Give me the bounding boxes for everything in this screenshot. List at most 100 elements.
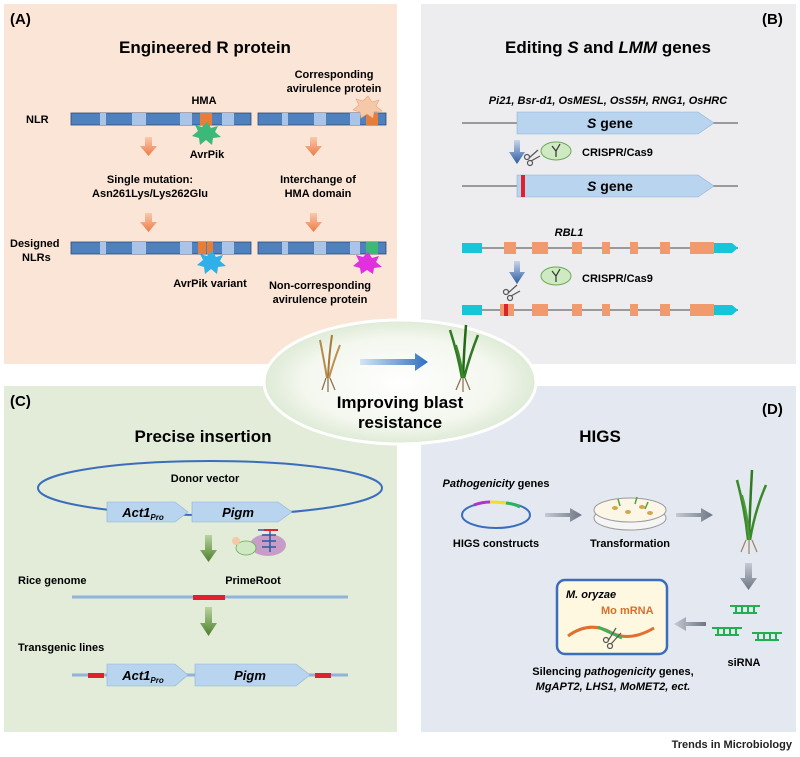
right-arrow-d1 [545,508,582,522]
sirna-label: siRNA [727,657,760,669]
silencing-line1: Silencing pathogenicity genes, [532,666,693,678]
left-arrow-d1 [674,617,706,631]
designed-label-line1: Designed [10,238,60,250]
panel-a: (A) Engineered R protein NLR HMA AvrPik … [4,4,397,364]
act1-promoter-arrow-2 [106,663,189,687]
panel-a-label: (A) [10,11,31,28]
avrpik-label: AvrPik [190,149,225,161]
m-oryzae-label: M. oryzae [566,589,616,601]
mo-mrna-label: Mo mRNA [601,605,654,617]
panel-c-label: (C) [10,393,31,410]
nlr-bar-top-left [70,112,252,126]
interchange-line1: Interchange of [280,174,356,186]
avrpik-effector-icon [192,122,221,145]
designed-nlr-bar-right [257,241,387,255]
designed-nlr-bar-left [70,241,252,255]
junction-left [88,673,104,678]
petri-dish-icon [593,496,667,531]
down-arrow-d1 [740,563,757,590]
crispr-label-1: CRISPR/Cas9 [582,147,653,159]
designed-label-line2: NLRs [22,252,51,264]
down-arrow-a1 [140,137,157,156]
edit-site-1 [521,175,525,197]
panel-b-label: (B) [762,11,783,28]
act1-label-1: Act1Pro [121,505,164,522]
edit-site-2 [504,304,508,316]
hma-domain [200,113,212,125]
panel-a-title: Engineered R protein [119,38,291,57]
panel-c-title: Precise insertion [134,427,271,446]
primeroot-label: PrimeRoot [225,575,281,587]
nlr-bar-top-right [257,112,387,126]
panel-d-label: (D) [762,401,783,418]
single-mutation-line2: Asn261Lys/Lys262Glu [92,188,208,200]
transgenic-lines-label: Transgenic lines [18,642,104,654]
scissors-icon-b1 [523,149,541,167]
hma-label: HMA [191,95,216,107]
higs-construct-plasmid-icon [461,500,531,529]
corresponding-label-line2: avirulence protein [287,83,382,95]
down-arrow-a3 [140,213,157,232]
panel-c: (C) Precise insertion Donor vector Act1P… [4,386,397,732]
pigm-gene-arrow-1 [191,501,293,523]
panel-b-title: Editing S and LMM genes [505,38,711,57]
down-arrow-b2 [509,261,525,284]
scissors-icon-b2 [502,284,521,302]
healthy-plant-icon [448,324,480,392]
corresponding-effector-icon [352,95,383,119]
pigm-label-1: Pigm [222,505,254,520]
rice-genome-label: Rice genome [18,575,86,587]
down-arrow-c2 [200,607,217,636]
cas9-icon-b1 [540,141,572,161]
improvement-arrow [360,353,428,371]
pathogenicity-genes-label: Pathogenicity genes [443,478,550,490]
pigm-gene-arrow-2 [194,663,311,687]
panel-b: (B) Editing S and LMM genes Pi21, Bsr-d1… [421,4,796,364]
center-title-line2: resistance [358,413,442,432]
s-gene-arrow-1 [516,111,715,135]
center-ellipse [262,318,538,446]
journal-footer: Trends in Microbiology [671,739,792,751]
panel-d-title: HIGS [579,427,621,446]
interchange-line2: HMA domain [285,188,352,200]
down-arrow-a2 [305,137,322,156]
panel-d: (D) HIGS Pathogenicity genes HIGS constr… [421,386,796,732]
crispr-label-2: CRISPR/Cas9 [582,273,653,285]
right-arrow-d2 [676,508,713,522]
s-gene-label-1: S gene [587,115,633,131]
center-ellipse-group: Improving blast resistance [262,318,538,446]
cas9-icon-b2 [540,266,572,286]
panel-a-background [4,4,397,364]
rbl1-gene-1 [462,242,738,254]
silencing-line2: MgAPT2, LHS1, MoMET2, ect. [536,681,691,693]
s-gene-label-2: S gene [587,178,633,194]
corresponding-label-line1: Corresponding [295,69,374,81]
act1-label-2: Act1Pro [121,668,164,685]
down-arrow-c1 [200,535,217,562]
single-mutation-line1: Single mutation: [107,174,193,186]
rice-plant-icon-d [735,469,768,554]
rbl1-label: RBL1 [555,227,584,239]
center-title-line1: Improving blast [337,393,464,412]
non-corresponding-line1: Non-corresponding [269,280,371,292]
higs-constructs-label: HIGS constructs [453,538,539,550]
non-corresponding-effector-icon [353,252,382,274]
transformation-label: Transformation [590,538,670,550]
act1-promoter-arrow-1 [106,501,189,523]
junction-right [315,673,331,678]
down-arrow-a4 [305,213,322,232]
avrpik-variant-effector-icon [197,251,226,274]
s-gene-arrow-2 [516,174,715,198]
pigm-label-2: Pigm [234,668,266,683]
panel-d-background [421,386,796,732]
avrpik-variant-label: AvrPik variant [173,278,247,290]
down-arrow-b1 [509,140,525,164]
non-corresponding-line2: avirulence protein [273,294,368,306]
insertion-site [193,595,225,600]
scissors-icon-d [602,627,622,650]
primeroot-icon [232,529,286,556]
sirna-duplexes-icon [712,605,782,641]
s-gene-list: Pi21, Bsr-d1, OsMESL, OsS5H, RNG1, OsHRC [489,95,728,107]
rbl1-gene-2 [462,304,738,316]
